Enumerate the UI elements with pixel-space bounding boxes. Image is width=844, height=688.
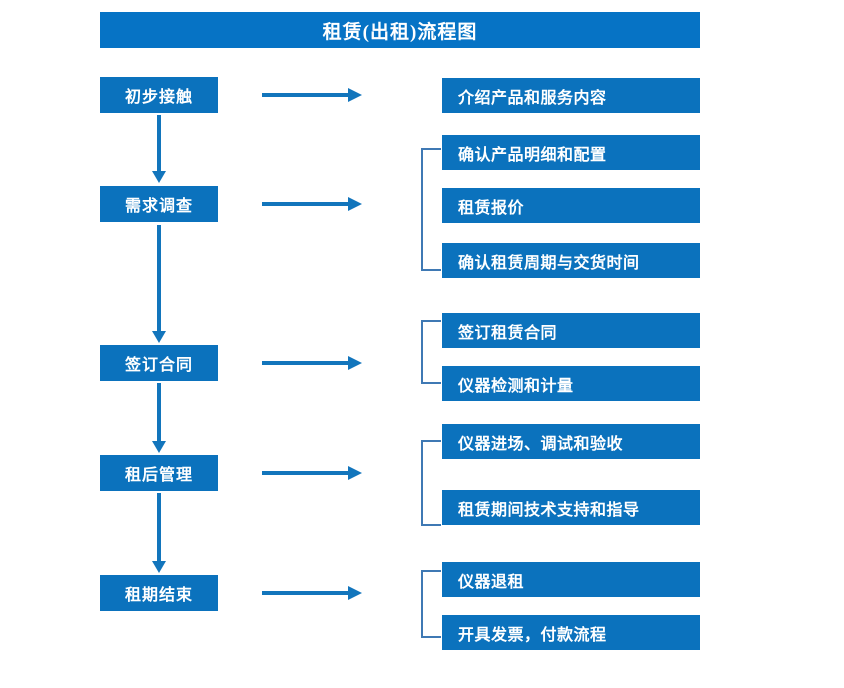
stage-label-2: 需求调查 [124,198,193,215]
vertical-arrow-2-to-3 [152,225,166,343]
arrow-shaft [157,225,161,331]
detail-box-4[interactable]: 确认租赁周期与交货时间 [442,243,700,278]
arrow-head [348,197,362,211]
stage-label-3: 签订合同 [124,357,193,374]
horizontal-arrow-stage-1 [262,88,362,102]
stage-label-4: 租后管理 [124,467,193,484]
horizontal-arrow-stage-2 [262,197,362,211]
detail-label-4: 确认租赁周期与交货时间 [458,254,640,272]
group-bracket-needs-survey [421,148,441,271]
detail-box-7[interactable]: 仪器进场、调试和验收 [442,424,700,459]
horizontal-arrow-stage-5 [262,586,362,600]
arrow-shaft [157,383,161,441]
stage-box-4[interactable]: 租后管理 [100,455,218,491]
arrow-head [348,466,362,480]
arrow-head [348,88,362,102]
stage-label-5: 租期结束 [124,587,193,604]
horizontal-arrow-stage-4 [262,466,362,480]
detail-label-3: 租赁报价 [458,199,525,217]
stage-box-2[interactable]: 需求调查 [100,186,218,222]
arrow-shaft [157,493,161,561]
arrow-shaft [262,471,350,475]
stage-box-1[interactable]: 初步接触 [100,77,218,113]
arrow-head [152,331,166,343]
arrow-head [152,441,166,453]
detail-box-10[interactable]: 开具发票，付款流程 [442,615,700,650]
group-bracket-post-rental [421,440,441,526]
detail-label-1: 介绍产品和服务内容 [458,89,607,107]
detail-box-9[interactable]: 仪器退租 [442,562,700,597]
chart-title: 租赁(出租)流程图 [100,12,700,48]
group-bracket-contract [421,320,441,384]
vertical-arrow-4-to-5 [152,493,166,573]
arrow-shaft [262,93,350,97]
detail-label-9: 仪器退租 [458,573,525,591]
vertical-arrow-1-to-2 [152,115,166,183]
horizontal-arrow-stage-3 [262,356,362,370]
vertical-arrow-3-to-4 [152,383,166,453]
detail-label-8: 租赁期间技术支持和指导 [458,501,640,519]
detail-box-6[interactable]: 仪器检测和计量 [442,366,700,401]
arrow-shaft [262,361,350,365]
detail-label-5: 签订租赁合同 [458,324,558,342]
detail-label-7: 仪器进场、调试和验收 [458,435,624,453]
stage-box-3[interactable]: 签订合同 [100,345,218,381]
detail-box-5[interactable]: 签订租赁合同 [442,313,700,348]
arrow-head [348,356,362,370]
stage-box-5[interactable]: 租期结束 [100,575,218,611]
stage-label-1: 初步接触 [124,89,193,106]
detail-box-8[interactable]: 租赁期间技术支持和指导 [442,490,700,525]
arrow-head [152,171,166,183]
detail-box-2[interactable]: 确认产品明细和配置 [442,135,700,170]
detail-box-3[interactable]: 租赁报价 [442,188,700,223]
detail-box-1[interactable]: 介绍产品和服务内容 [442,78,700,113]
detail-label-10: 开具发票，付款流程 [458,626,607,644]
arrow-shaft [262,591,350,595]
detail-label-2: 确认产品明细和配置 [458,146,607,164]
arrow-shaft [157,115,161,171]
detail-label-6: 仪器检测和计量 [458,377,574,395]
arrow-head [152,561,166,573]
arrow-shaft [262,202,350,206]
arrow-head [348,586,362,600]
group-bracket-end-of-term [421,570,441,638]
